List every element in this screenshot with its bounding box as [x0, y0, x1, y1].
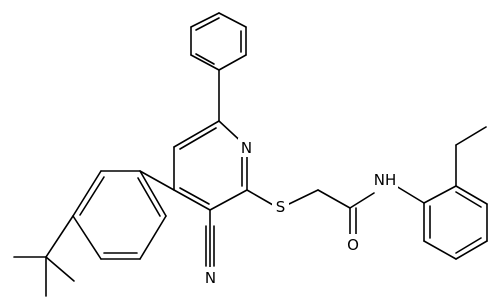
nitrile-group	[205, 209, 215, 269]
pyridine-ring	[173, 69, 248, 211]
bond-double	[195, 17, 220, 31]
phenyl-ring-top	[190, 12, 247, 71]
bond	[455, 126, 487, 146]
atom-label-carbonyl-o: O	[344, 234, 361, 254]
bond	[45, 256, 75, 282]
atom-label-pyridine-n: N	[238, 138, 255, 157]
bond	[317, 189, 351, 209]
bond	[72, 170, 102, 217]
bond	[455, 185, 488, 205]
atom-label-sulfur: S	[272, 197, 289, 216]
bond	[218, 54, 247, 71]
bond	[209, 189, 248, 211]
bond	[139, 170, 167, 217]
tert-butylphenyl-ring	[72, 170, 175, 260]
bond	[218, 12, 247, 28]
atom-label-text: O	[347, 236, 359, 254]
thioacetamide-chain	[246, 189, 375, 239]
bond-double	[179, 127, 217, 150]
bond-double	[455, 237, 482, 254]
atom-label-text: N	[241, 139, 252, 157]
bond	[72, 215, 102, 260]
tert-butyl-group	[13, 215, 75, 297]
bond	[173, 120, 220, 148]
bond	[139, 170, 175, 191]
atom-label-text: N	[205, 269, 216, 287]
bond	[288, 189, 319, 205]
bond	[190, 54, 220, 71]
atom-label-nitrile-n: N	[202, 267, 219, 287]
bond	[395, 185, 425, 204]
ethylphenyl-ring	[395, 185, 488, 260]
atom-label-text: NH	[374, 171, 397, 189]
bond	[246, 189, 274, 206]
bond	[173, 189, 211, 211]
bond	[190, 12, 220, 28]
ethyl-group	[455, 126, 487, 187]
bond	[45, 215, 74, 258]
bond	[455, 240, 488, 260]
bond	[423, 240, 457, 260]
bond-double	[195, 53, 215, 65]
bond-double	[455, 191, 482, 208]
atom-label-amide-nh: NH	[372, 169, 398, 189]
bond-double	[179, 187, 210, 205]
atom-label-text: S	[276, 198, 286, 216]
bond	[139, 215, 167, 260]
bond-double	[137, 177, 161, 217]
bond	[349, 192, 375, 209]
bond-double	[79, 176, 105, 216]
bond	[423, 185, 457, 204]
